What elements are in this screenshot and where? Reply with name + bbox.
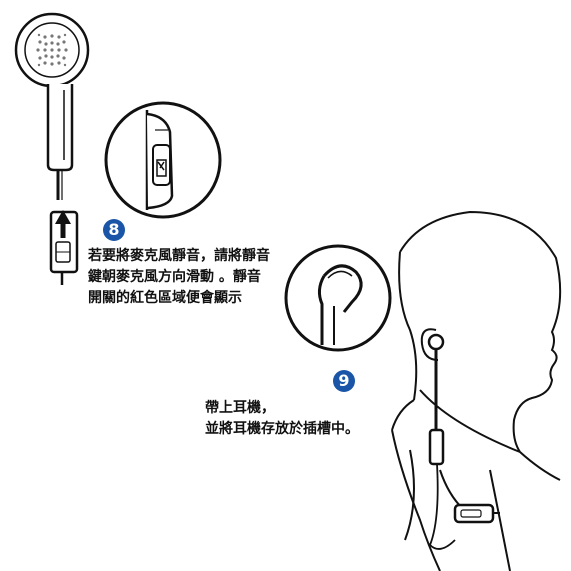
step-9-instructions: 帶上耳機， 並將耳機存放於插槽中。 bbox=[205, 398, 359, 440]
step-8-line-2: 鍵朝麥克風方向滑動 。靜音 bbox=[88, 269, 261, 285]
step-9-badge: 9 bbox=[333, 370, 355, 392]
mute-switch-zoom bbox=[104, 101, 222, 219]
step-8-badge: 8 bbox=[103, 219, 125, 241]
step-8-instructions: 若要將麥克風靜音，請將靜音 鍵朝麥克風方向滑動 。靜音 開關的紅色區域便會顯示 bbox=[88, 246, 270, 309]
step-9-line-1: 帶上耳機， bbox=[205, 400, 275, 416]
earpiece-cable-drawing bbox=[14, 12, 90, 285]
speaker-grille bbox=[36, 33, 68, 67]
earpiece-zoom bbox=[284, 244, 392, 352]
step-9-line-2: 並將耳機存放於插槽中。 bbox=[205, 421, 359, 437]
step-8-line-1: 若要將麥克風靜音，請將靜音 bbox=[88, 248, 270, 264]
worn-headset bbox=[427, 333, 500, 550]
ear bbox=[420, 328, 439, 361]
step-8-line-3: 開關的紅色區域便會顯示 bbox=[88, 290, 242, 306]
earpiece-stem bbox=[46, 84, 74, 172]
